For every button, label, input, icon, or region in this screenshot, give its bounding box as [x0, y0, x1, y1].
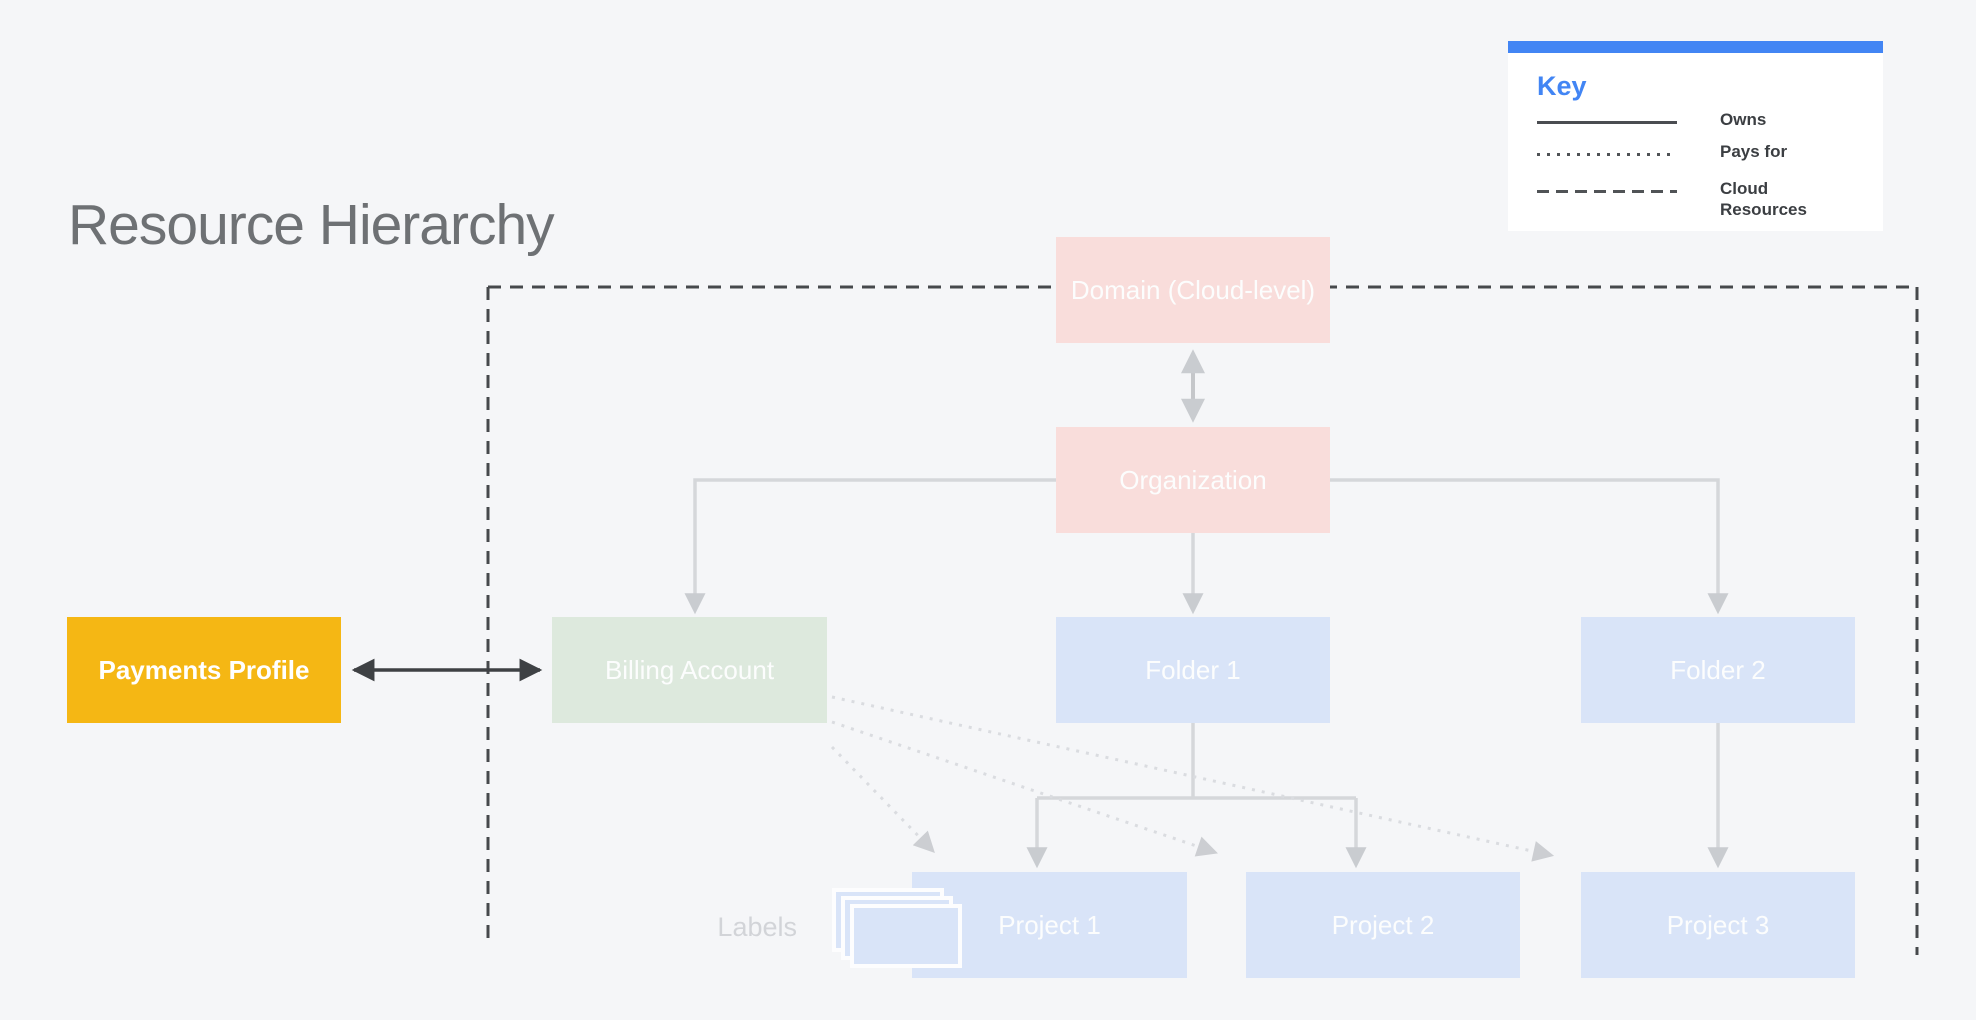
- labels-caption: Labels: [717, 912, 797, 942]
- legend-dashed-line-sample: [1537, 190, 1677, 193]
- node-payments-profile: Payments Profile: [67, 617, 341, 723]
- node-organization: Organization: [1056, 427, 1330, 533]
- legend-dotted-line-sample: [1537, 153, 1677, 156]
- node-folder-1: Folder 1: [1056, 617, 1330, 723]
- legend-label-cloud-resources: Cloud Resources: [1720, 179, 1807, 219]
- page-title: Resource Hierarchy: [68, 193, 555, 257]
- legend-solid-line-sample: [1537, 121, 1677, 124]
- node-domain: Domain (Cloud-level): [1056, 237, 1330, 343]
- node-project-3: Project 3: [1581, 872, 1855, 978]
- node-project-2: Project 2: [1246, 872, 1520, 978]
- legend-label-owns: Owns: [1720, 110, 1767, 129]
- node-billing-account: Billing Account: [552, 617, 827, 723]
- node-folder-2: Folder 2: [1581, 617, 1855, 723]
- legend-title: Key: [1537, 71, 1587, 101]
- legend-accent-bar: [1508, 41, 1883, 53]
- legend-body: Key Owns Pays for Cloud Resources: [1508, 53, 1883, 231]
- legend-panel: Key Owns Pays for Cloud Resources: [1508, 41, 1883, 231]
- labels-card-icon: [850, 904, 962, 968]
- legend-label-pays-for: Pays for: [1720, 142, 1788, 161]
